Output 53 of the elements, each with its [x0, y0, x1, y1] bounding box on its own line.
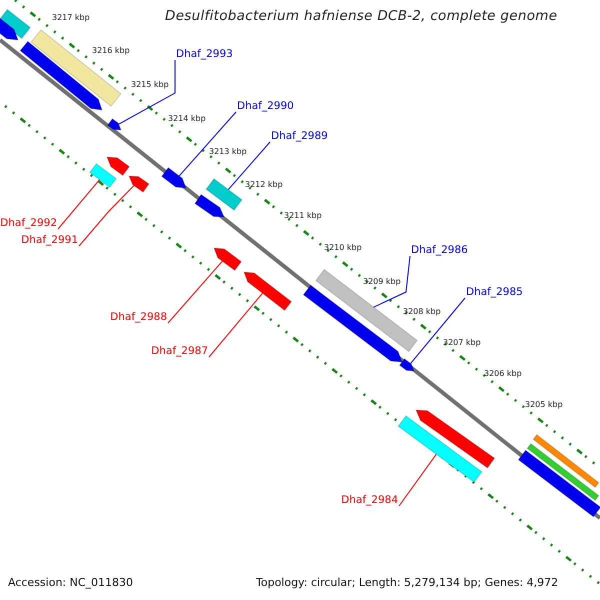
gene-label: Dhaf_2984: [341, 495, 398, 506]
gene-bar: [161, 166, 187, 189]
diagram-title: Desulfitobacterium hafniense DCB-2, complete genome: [165, 10, 558, 24]
gene-label: Dhaf_2987: [151, 346, 208, 356]
tick-label: 3205 kbp: [525, 401, 563, 409]
tick-label: 3211 kbp: [284, 212, 322, 220]
leader-line: [168, 260, 223, 324]
gene-bar: [128, 175, 150, 193]
gene-label: Dhaf_2991: [21, 235, 78, 246]
gene-bar: [302, 284, 403, 363]
leader-line: [208, 292, 263, 358]
gene-bar: [243, 271, 292, 312]
leader-line: [178, 112, 236, 176]
gene-label: Dhaf_2990: [237, 101, 294, 112]
tick-label: 3207 kbp: [443, 339, 481, 347]
gene-label: Dhaf_2992: [0, 218, 57, 228]
gene-bar: [415, 409, 496, 469]
gene-label: Dhaf_2985: [466, 287, 523, 298]
gene-bar: [205, 178, 243, 211]
gene-bar: [526, 442, 600, 502]
tick-label: 3208 kbp: [403, 308, 441, 316]
tick-label: 3212 kbp: [245, 181, 283, 189]
gene-bar: [398, 358, 415, 372]
gene-label: Dhaf_2986: [411, 245, 468, 256]
leader-line: [398, 454, 437, 506]
leader-line: [118, 60, 176, 125]
tick-label: 3206 kbp: [484, 370, 522, 378]
gene-bar: [532, 434, 600, 488]
gene-label: Dhaf_2988: [110, 312, 167, 322]
gene-bar: [194, 194, 225, 218]
leader-line: [228, 142, 270, 190]
tick-label: 3215 kbp: [131, 81, 169, 89]
gene-bar: [89, 162, 117, 188]
gene-bar: [106, 156, 130, 176]
footer-note: Topology: circular; Length: 5,279,134 bp; Genes: 4,972: [256, 577, 558, 588]
tick-label: 3214 kbp: [168, 115, 206, 123]
leader-line: [410, 298, 466, 364]
gene-bar: [106, 118, 122, 131]
tick-label: 3216 kbp: [92, 47, 130, 55]
leader-line: [58, 179, 100, 230]
leader-line: [78, 185, 134, 246]
footer-note: Accession: NC_011830: [8, 577, 134, 588]
gene-bar: [518, 450, 600, 518]
tick-label: 3210 kbp: [324, 244, 362, 252]
tick-label: 3217 kbp: [52, 14, 90, 22]
gene-label: Dhaf_2989: [271, 131, 328, 142]
gene-bar: [397, 415, 483, 483]
gene-label: Dhaf_2993: [176, 49, 233, 60]
gene-bar: [0, 16, 19, 41]
tick-label: 3209 kbp: [363, 278, 401, 286]
tick-label: 3213 kbp: [209, 148, 247, 156]
leader-line: [373, 256, 410, 308]
gene-bar: [213, 247, 242, 272]
